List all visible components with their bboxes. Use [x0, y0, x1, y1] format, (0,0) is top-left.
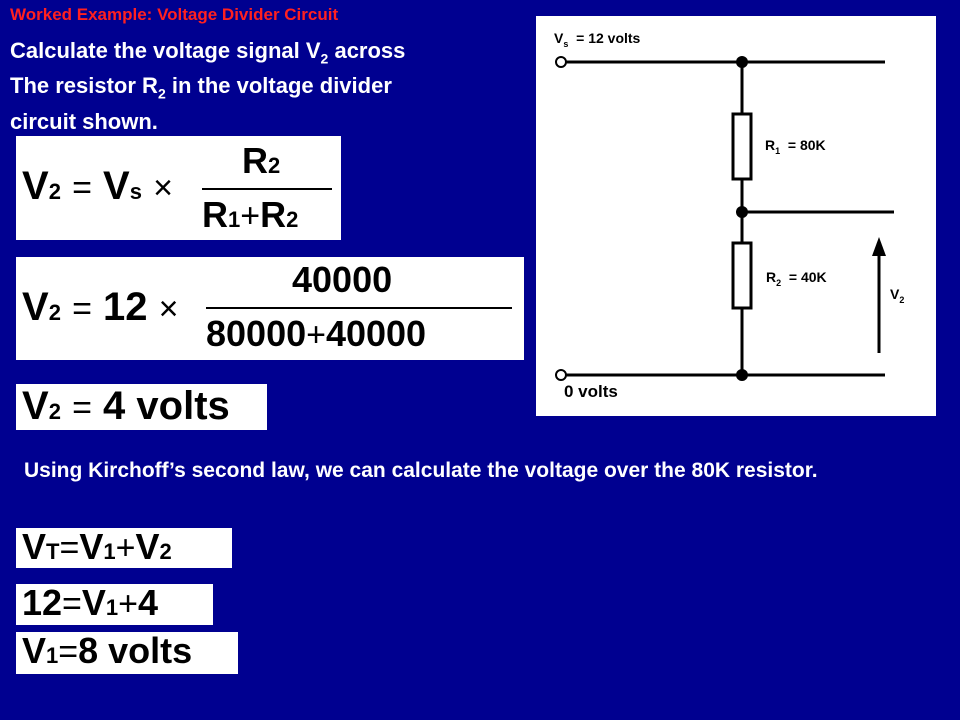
- formula-denominator: R: [202, 194, 228, 235]
- node-top: [736, 56, 748, 68]
- r2-label: R2 = 40K: [766, 269, 827, 288]
- node-bottom: [736, 369, 748, 381]
- substitution-fraction-bar: [206, 307, 512, 309]
- substitution-numerator: 40000: [292, 259, 393, 300]
- result-formula: V2 = 4 volts: [16, 384, 267, 430]
- r1-label: R1 = 80K: [765, 137, 826, 156]
- resistor-r1: [731, 112, 753, 181]
- substitution-formula: V2 = 12 × 40000 80000+40000: [16, 257, 524, 360]
- question-text: Calculate the voltage signal V2 across T…: [10, 38, 406, 134]
- ground-label: 0 volts: [564, 382, 618, 401]
- vs-label: Vs = 12 volts: [554, 30, 641, 49]
- formula-fraction-bar: [202, 188, 332, 190]
- divider-formula: V2 = Vs × R2 R1+R2: [16, 136, 341, 240]
- vs-terminal: [555, 56, 567, 68]
- v2-label: V2: [890, 286, 905, 305]
- v2-arrow-head: [872, 237, 886, 256]
- circuit-diagram: Vs = 12 volts R1 = 80K R2 = 40K V2 0 vol…: [536, 16, 936, 416]
- node-mid: [736, 206, 748, 218]
- kirchhoff-equation-3: V1=8 volts: [16, 630, 238, 674]
- ground-terminal: [555, 369, 567, 381]
- resistor-r2: [731, 241, 753, 310]
- result-value: 4 volts: [103, 384, 230, 428]
- kirchhoff-equation-2: 12=V1+4: [16, 582, 213, 625]
- slide-title: Worked Example: Voltage Divider Circuit: [10, 5, 339, 24]
- substitution-vs: 12: [103, 285, 148, 329]
- substitution-denominator: 80000: [206, 313, 307, 354]
- formula-lhs: V: [22, 164, 49, 208]
- circuit-schematic: [555, 56, 894, 381]
- kirchhoff-equation-1: VT=V1+V2: [16, 526, 232, 568]
- formula-numerator: R: [242, 140, 268, 181]
- v1-result: 8 volts: [78, 630, 193, 671]
- kirchhoff-explanation: Using Kirchoff’s second law, we can calc…: [24, 459, 818, 482]
